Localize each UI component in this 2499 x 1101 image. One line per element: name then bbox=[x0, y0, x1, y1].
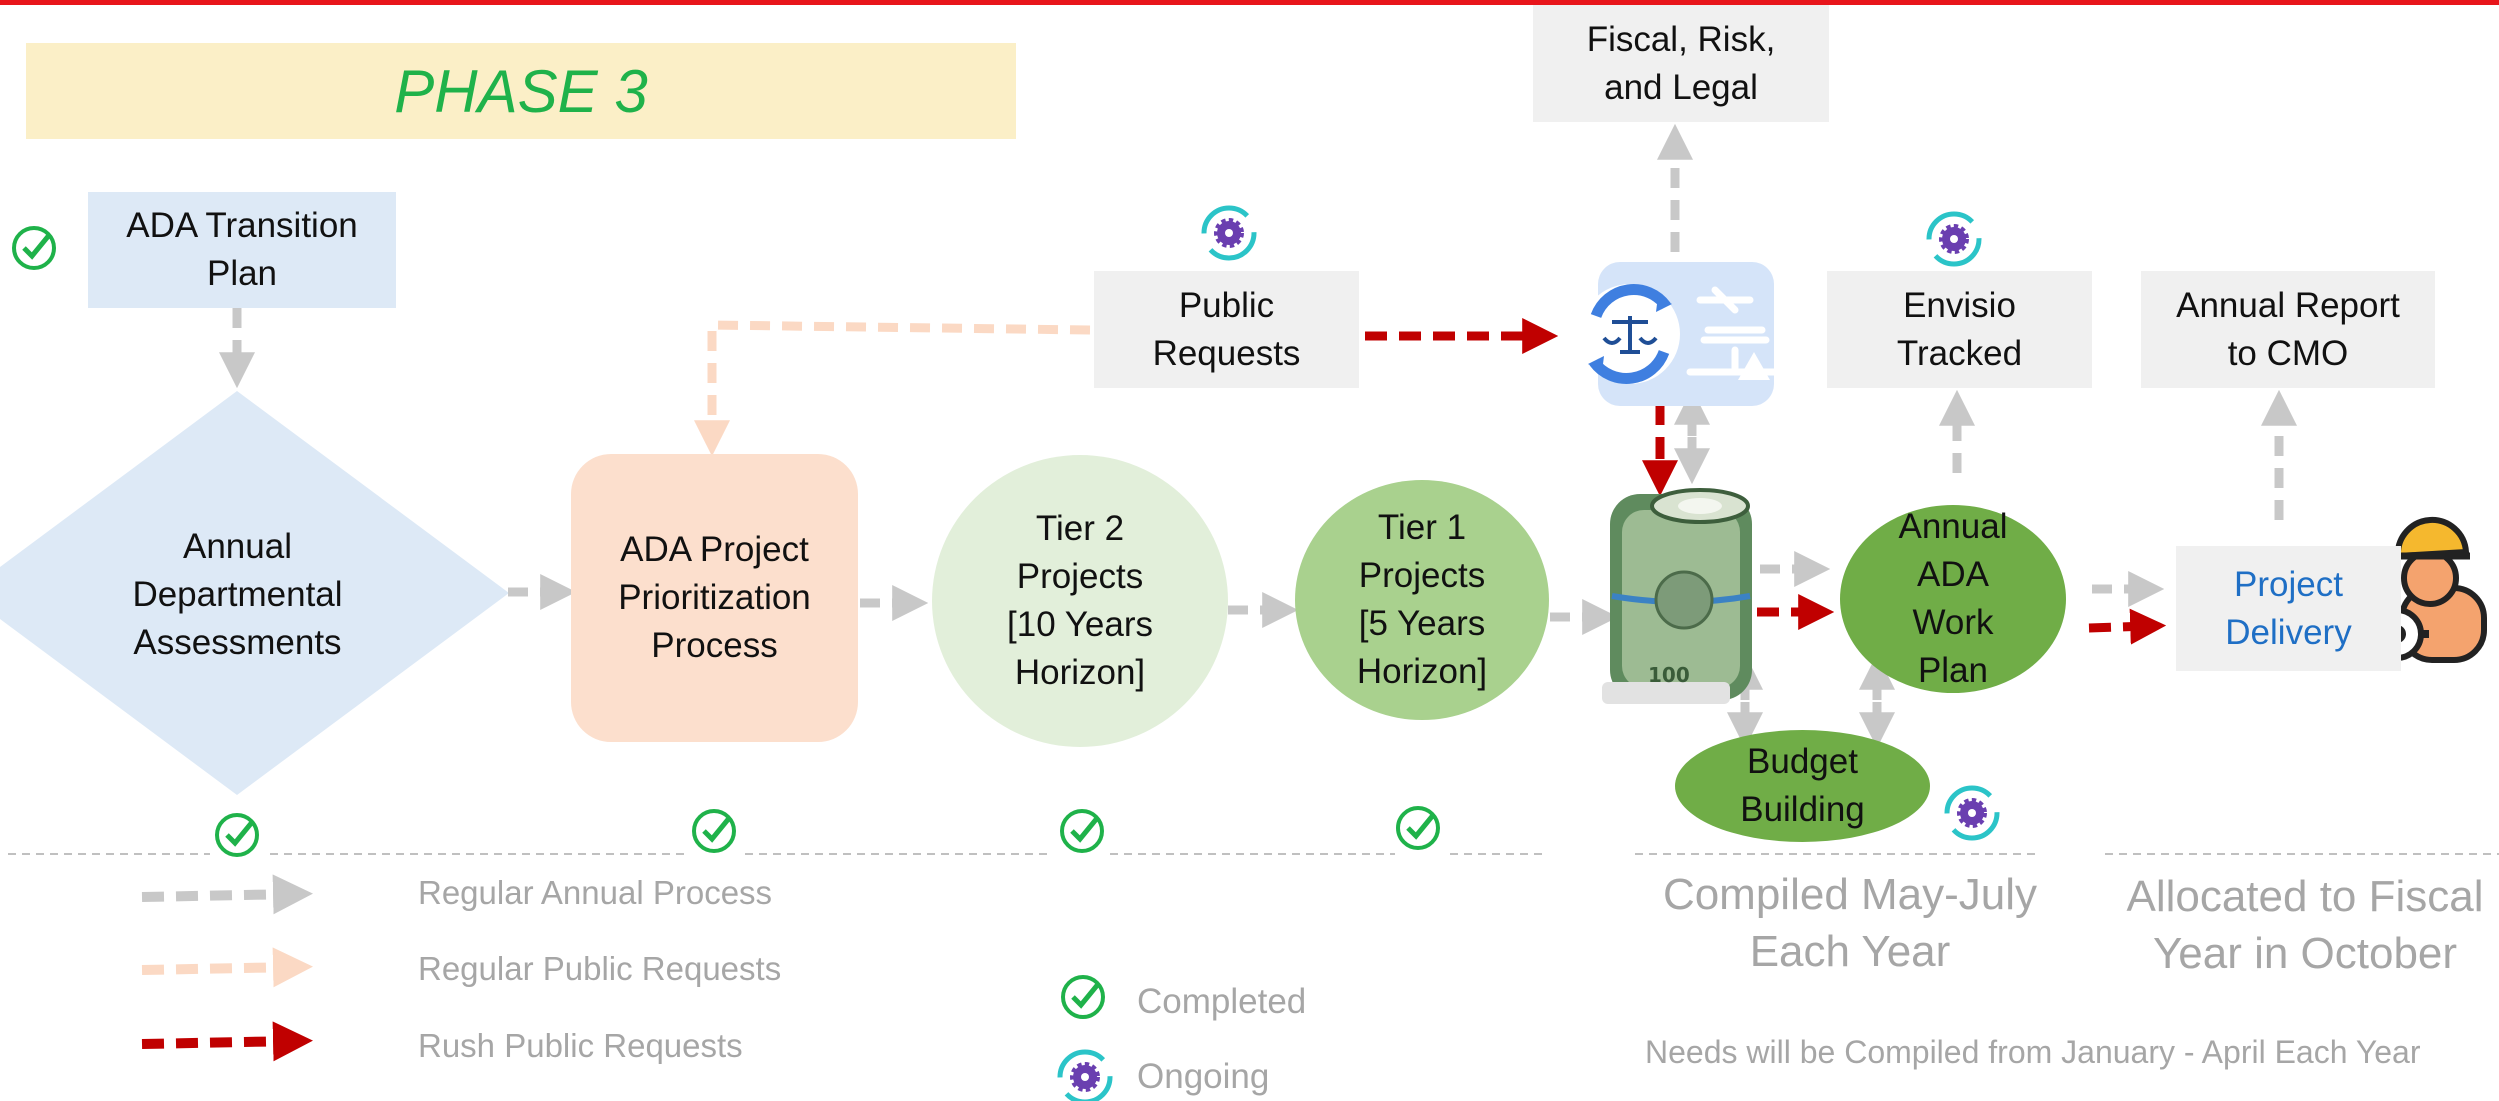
arrow-workplan-to-delivery-rush bbox=[2088, 608, 2167, 645]
legend-public-arrow bbox=[141, 947, 313, 988]
allocated-caption: Allocated to Fiscal Year in October bbox=[2126, 872, 2484, 978]
gear-cycle-icon bbox=[1201, 205, 1257, 261]
annual-report-node: Annual Report to CMO bbox=[2141, 271, 2435, 388]
check-circle-icon bbox=[1061, 975, 1105, 1019]
rush-arrows bbox=[1365, 318, 2167, 645]
svg-text:100: 100 bbox=[1648, 663, 1690, 687]
tier1-node: Tier 1 Projects [5 Years Horizon] bbox=[1295, 480, 1549, 720]
scales-gavel-icon bbox=[1580, 262, 1778, 406]
top-rule bbox=[0, 0, 2499, 5]
legend-regular-public: Regular Public Requests bbox=[418, 950, 782, 987]
gear-cycle-icon bbox=[1944, 785, 2000, 841]
fiscal-risk-legal-node: Fiscal, Risk, and Legal bbox=[1533, 5, 1829, 122]
budget-building-node: Budget Building bbox=[1675, 730, 1930, 842]
legend-rush-public: Rush Public Requests bbox=[418, 1027, 743, 1064]
check-circle-icon bbox=[12, 226, 56, 270]
gear-cycle-icon bbox=[1057, 1049, 1113, 1101]
check-circle-icon bbox=[215, 813, 259, 857]
legend-regular-arrow bbox=[141, 874, 313, 915]
check-circle-icon bbox=[1060, 809, 1104, 853]
legend-ongoing: Ongoing bbox=[1137, 1057, 1270, 1096]
tier2-node: Tier 2 Projects [10 Years Horizon] bbox=[932, 455, 1228, 747]
phase-title: PHASE 3 bbox=[394, 57, 648, 125]
legend-regular-annual: Regular Annual Process bbox=[418, 874, 773, 911]
compiled-caption: Compiled May-July Each Year bbox=[1662, 870, 2038, 976]
envisio-tracked-node: Envisio Tracked bbox=[1827, 271, 2092, 388]
annual-work-plan-node: Annual ADA Work Plan bbox=[1840, 505, 2066, 693]
needs-note: Needs will be Compiled from January - Ap… bbox=[1645, 1034, 2421, 1070]
project-delivery-node: Project Delivery bbox=[2176, 546, 2401, 671]
check-circle-icon bbox=[692, 809, 736, 853]
public-requests-node: Public Requests bbox=[1094, 271, 1359, 388]
phase-banner: PHASE 3 bbox=[26, 43, 1016, 139]
ada-transition-plan-node: ADA Transition Plan bbox=[88, 192, 396, 308]
worker-gear-icon bbox=[2365, 516, 2487, 666]
arrow-public-to-prioritization bbox=[694, 320, 1091, 457]
legend-rush-arrow bbox=[141, 1021, 313, 1062]
legend-completed: Completed bbox=[1137, 982, 1307, 1021]
annual-assessments-node: Annual Departmental Assessments bbox=[132, 527, 343, 662]
money-roll-icon: 100 bbox=[1602, 488, 1752, 704]
prioritization-node: ADA Project Prioritization Process bbox=[571, 454, 858, 742]
assessment-diamond bbox=[0, 391, 509, 795]
gear-cycle-icon bbox=[1926, 211, 1982, 267]
check-circle-icon bbox=[1396, 806, 1440, 850]
